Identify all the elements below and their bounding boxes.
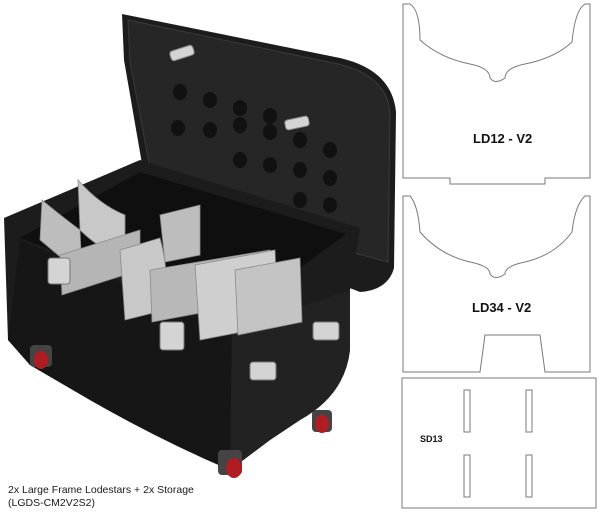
case-dividers	[39, 178, 303, 341]
case-wheels	[30, 345, 332, 478]
caption-line-2: (LGDS-CM2V2S2)	[8, 497, 95, 509]
panel-slots	[463, 389, 533, 498]
panel-outline-top	[402, 3, 591, 185]
lid-handle-right	[284, 115, 310, 131]
panel-outline-bottom	[401, 377, 597, 509]
panel-label-middle: LD34 - V2	[472, 300, 532, 315]
panel-label-top: LD12 - V2	[473, 131, 533, 146]
case-illustration	[4, 14, 396, 478]
panel-outline-middle	[402, 195, 591, 373]
divider-profiles	[401, 3, 597, 509]
caption-line-1: 2x Large Frame Lodestars + 2x Storage	[8, 484, 194, 496]
panel-label-bottom: SD13	[420, 434, 443, 444]
case-handles	[47, 257, 340, 381]
caption: 2x Large Frame Lodestars + 2x Storage (L…	[8, 484, 194, 510]
lid-handle-left	[169, 44, 195, 62]
